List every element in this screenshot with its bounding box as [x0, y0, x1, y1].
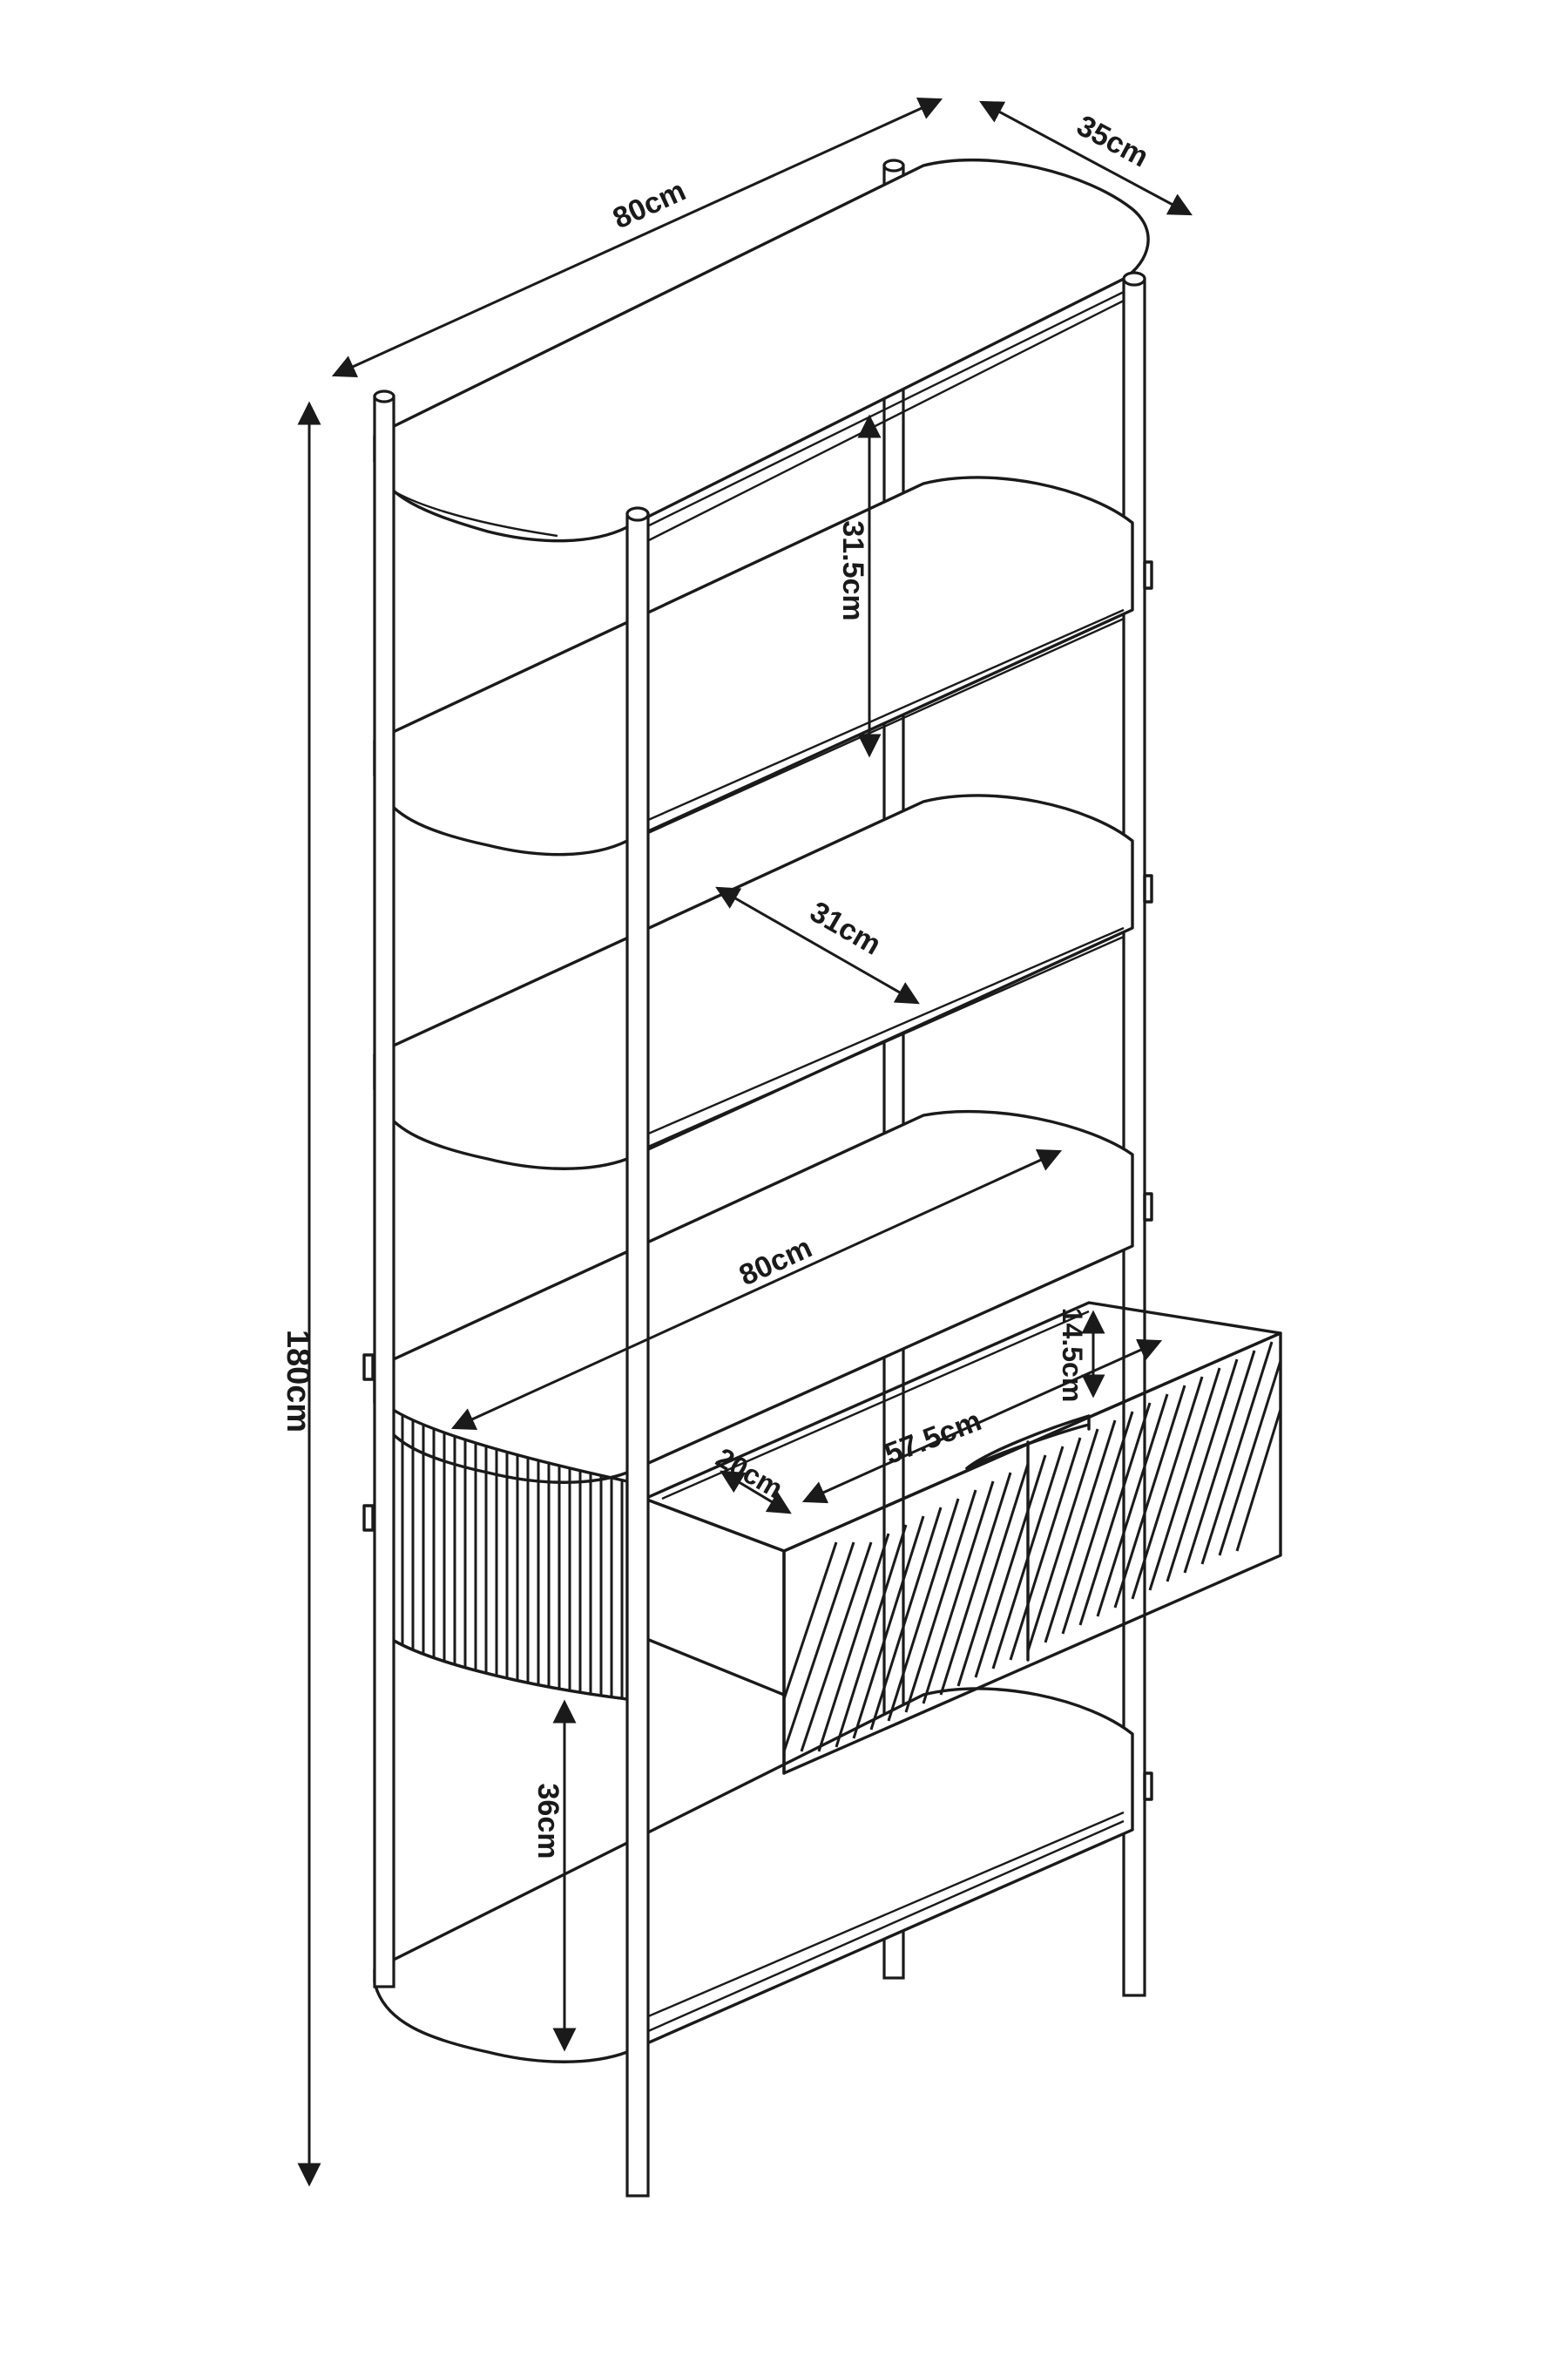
bottom-shelf	[373, 1687, 1134, 2063]
front-left-post	[373, 389, 395, 1988]
dim-drawer-height: 14.5cm	[1057, 1308, 1105, 1403]
dim-top-width-label: 80cm	[608, 174, 691, 236]
shelf-3	[373, 794, 1134, 1170]
dim-shelf-spacing-label: 31.5cm	[836, 520, 869, 620]
side-brackets	[1143, 560, 1153, 1801]
front-right-post	[625, 506, 650, 2198]
cabinet-top-shelf	[373, 1109, 1134, 1484]
drawer-front-pattern	[784, 1333, 1281, 1752]
dim-total-height-label: 180cm	[280, 1330, 316, 1432]
dim-top-depth-label: 35cm	[1071, 109, 1154, 173]
dim-bottom-clearance-label: 36cm	[531, 1784, 564, 1859]
dim-shelf-spacing: 31.5cm	[836, 414, 882, 758]
shelf-2	[373, 476, 1134, 857]
dim-bottom-clearance: 36cm	[531, 1699, 577, 2052]
dim-drawer-height-label: 14.5cm	[1057, 1308, 1088, 1403]
dim-total-height: 180cm	[280, 401, 321, 2187]
